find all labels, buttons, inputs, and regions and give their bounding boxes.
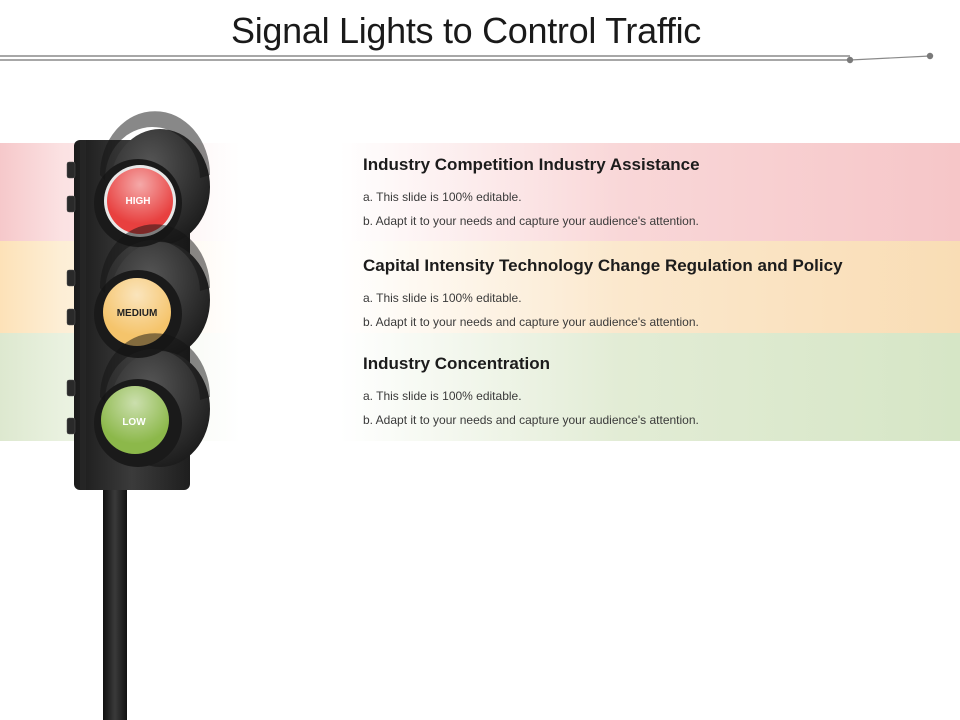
section-heading: Industry Concentration (363, 354, 551, 373)
section-heading: Capital Intensity Technology Change Regu… (363, 256, 843, 275)
signal-pole (103, 486, 127, 720)
section-point-a: a. This slide is 100% editable. (363, 190, 522, 204)
section-low: Industry Concentration a. This slide is … (363, 354, 953, 427)
section-medium: Capital Intensity Technology Change Regu… (363, 256, 953, 329)
section-point-a: a. This slide is 100% editable. (363, 291, 522, 305)
section-point-a: a. This slide is 100% editable. (363, 389, 522, 403)
title-divider (0, 52, 934, 64)
section-point-b: b. Adapt it to your needs and capture yo… (363, 413, 699, 427)
section-heading: Industry Competition Industry Assistance (363, 155, 700, 174)
section-high: Industry Competition Industry Assistance… (363, 155, 953, 228)
section-point-b: b. Adapt it to your needs and capture yo… (363, 315, 699, 329)
page-title: Signal Lights to Control Traffic (231, 10, 701, 51)
section-point-b: b. Adapt it to your needs and capture yo… (363, 214, 699, 228)
